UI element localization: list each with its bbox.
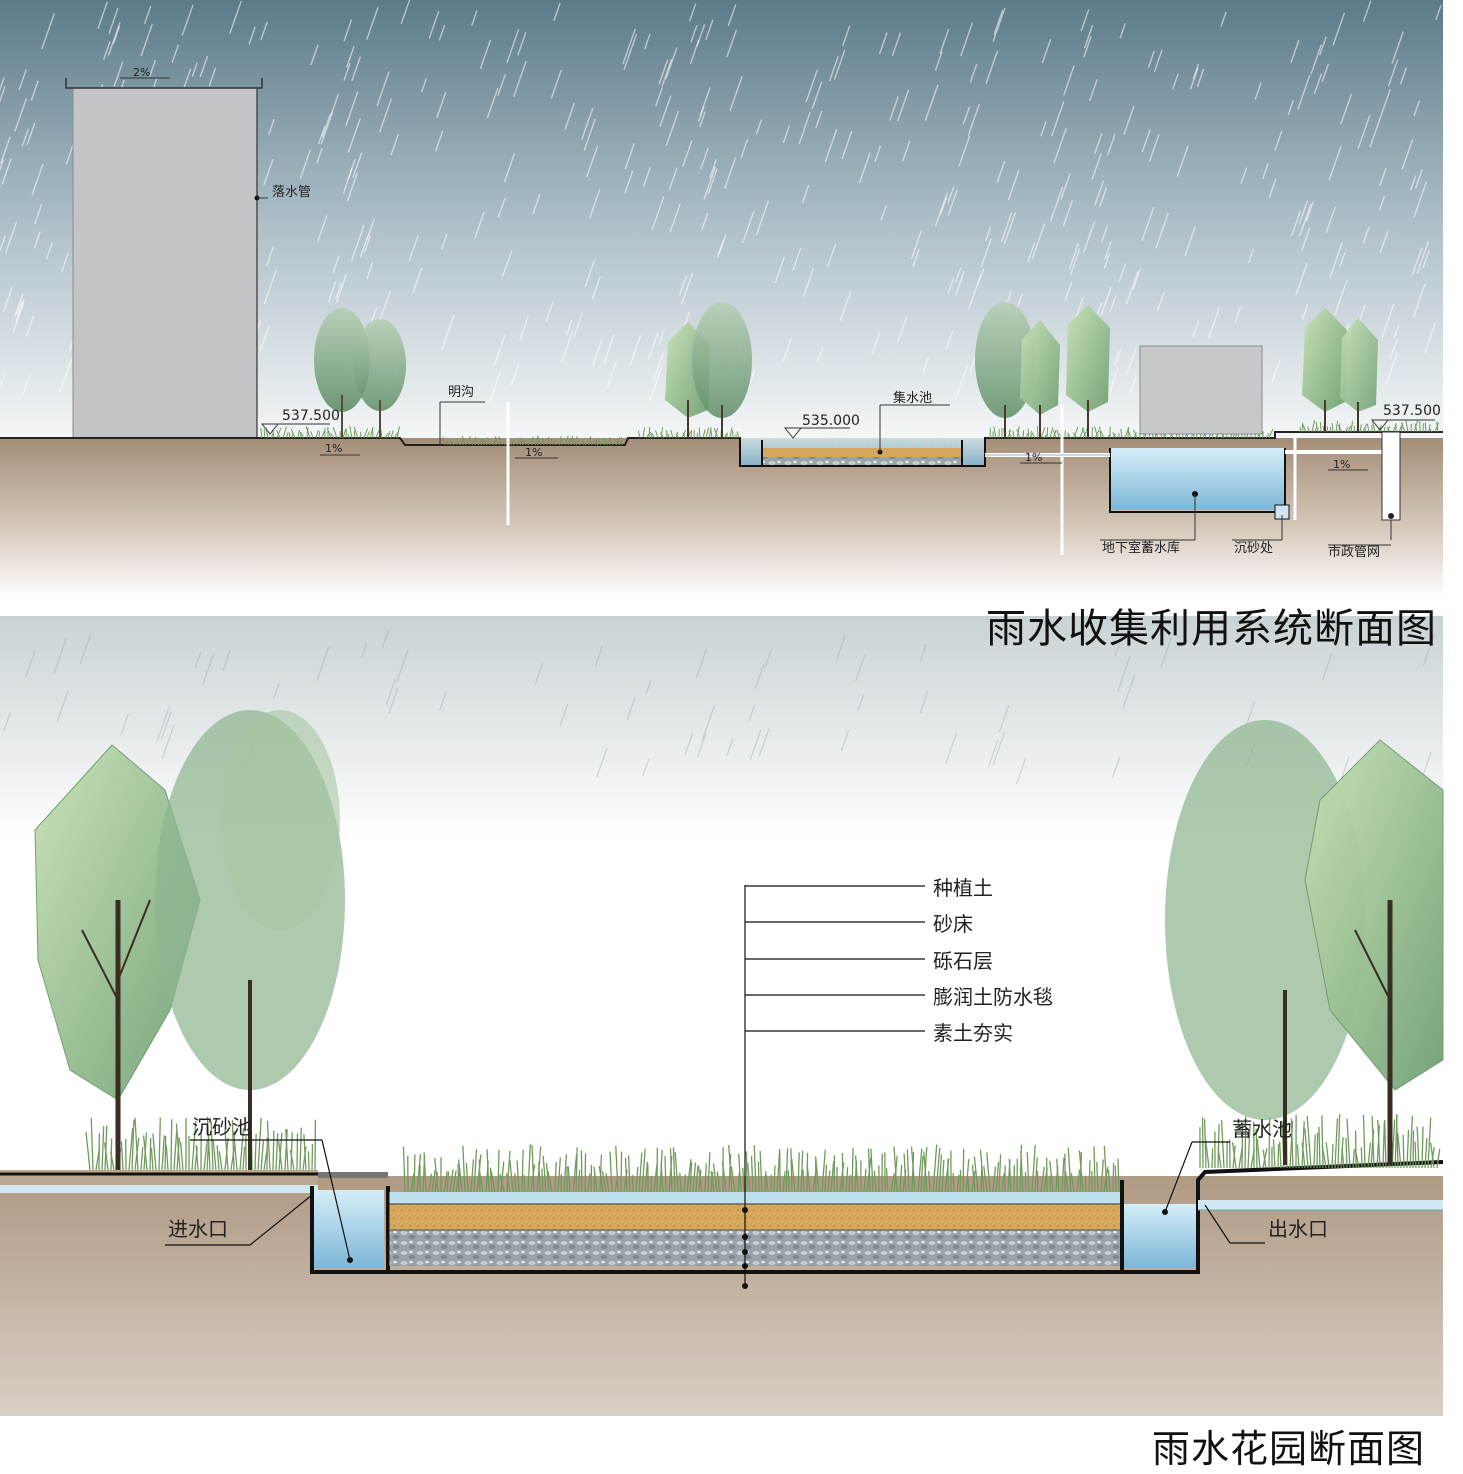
sump-gravel [762, 457, 962, 465]
elevation-marker-right [1370, 419, 1435, 431]
planting-soil-layer [388, 1204, 1122, 1230]
roof-parapet [65, 78, 263, 89]
tree-group-2 [665, 302, 752, 438]
sump-label: 集水池 [893, 390, 932, 406]
storage-tank-label: 蓄水池 [1232, 1117, 1292, 1141]
reservoir-tank [1110, 448, 1285, 510]
sediment-tank-label: 沉砂池 [192, 1115, 252, 1139]
open-ditch-label: 明沟 [448, 385, 474, 400]
cover-plate [318, 1172, 388, 1178]
tree-group-1 [314, 308, 406, 438]
municipal-pipe-label: 市政管网 [1328, 544, 1380, 560]
basement-reservoir-label: 地下室蓄水库 [1102, 540, 1180, 556]
sump-sand [762, 448, 962, 457]
elevation-marker-left [260, 423, 330, 435]
elevation-marker-mid [783, 427, 850, 439]
inlet-label: 进水口 [168, 1217, 228, 1241]
inlet-pipe-2 [0, 1185, 318, 1193]
layer-leader-ticks [745, 885, 925, 1032]
sediment-label: 沉砂处 [1234, 541, 1273, 556]
tree-group-4 [1302, 308, 1378, 432]
tree-left-leafy [155, 710, 345, 1170]
grass-2 [85, 1114, 1441, 1193]
layer-label-3: 膨润土防水毯 [933, 985, 1053, 1009]
slope-b-label: 1% [525, 446, 542, 459]
roof-slope-label: 2% [133, 66, 150, 79]
garden-water-surface [388, 1192, 1122, 1204]
section1-rainwater-system: 2% 落水管 537.500 1% 明沟 1% 535.000 集水池 1% 1… [0, 0, 1443, 598]
tree-left-faceted [34, 744, 201, 1170]
section1-title: 雨水收集利用系统断面图 [986, 606, 1437, 652]
layer-label-0: 种植土 [933, 876, 993, 900]
elevation-mid-label: 535.000 [802, 413, 860, 429]
outlet-pipe-2 [1198, 1200, 1443, 1210]
gravel-layer [388, 1230, 1122, 1266]
sump-walls [739, 438, 986, 467]
tree-group-3 [975, 302, 1110, 438]
tree-right-faceted [1304, 739, 1444, 1165]
pump-house [1139, 345, 1263, 435]
section-divider [0, 598, 1463, 616]
outlet-label: 出水口 [1268, 1217, 1328, 1241]
tree-right-leafy [1165, 720, 1365, 1165]
elevation-left-label: 537.500 [282, 408, 340, 424]
layer-label-2: 砾石层 [933, 949, 993, 973]
layer-dots [742, 1207, 748, 1289]
storage-tank [1124, 1204, 1198, 1268]
section2-rain-garden: 种植土 砂床 砾石层 膨润土防水毯 素土夯实 沉砂池 进水口 蓄水池 出水口 [0, 616, 1444, 1416]
layer-label-1: 砂床 [933, 912, 973, 936]
section2-title: 雨水花园断面图 [1151, 1427, 1425, 1471]
slope-d-label: 1% [1333, 458, 1350, 471]
building [72, 87, 258, 439]
slope-a-label: 1% [325, 442, 342, 455]
municipal-well [1381, 431, 1401, 521]
sediment-tank [312, 1190, 384, 1268]
layer-label-4: 素土夯实 [933, 1021, 1013, 1045]
elevation-right-label: 537.500 [1383, 403, 1441, 419]
slope-c-label: 1% [1025, 451, 1042, 464]
downpipe-label: 落水管 [272, 185, 311, 200]
